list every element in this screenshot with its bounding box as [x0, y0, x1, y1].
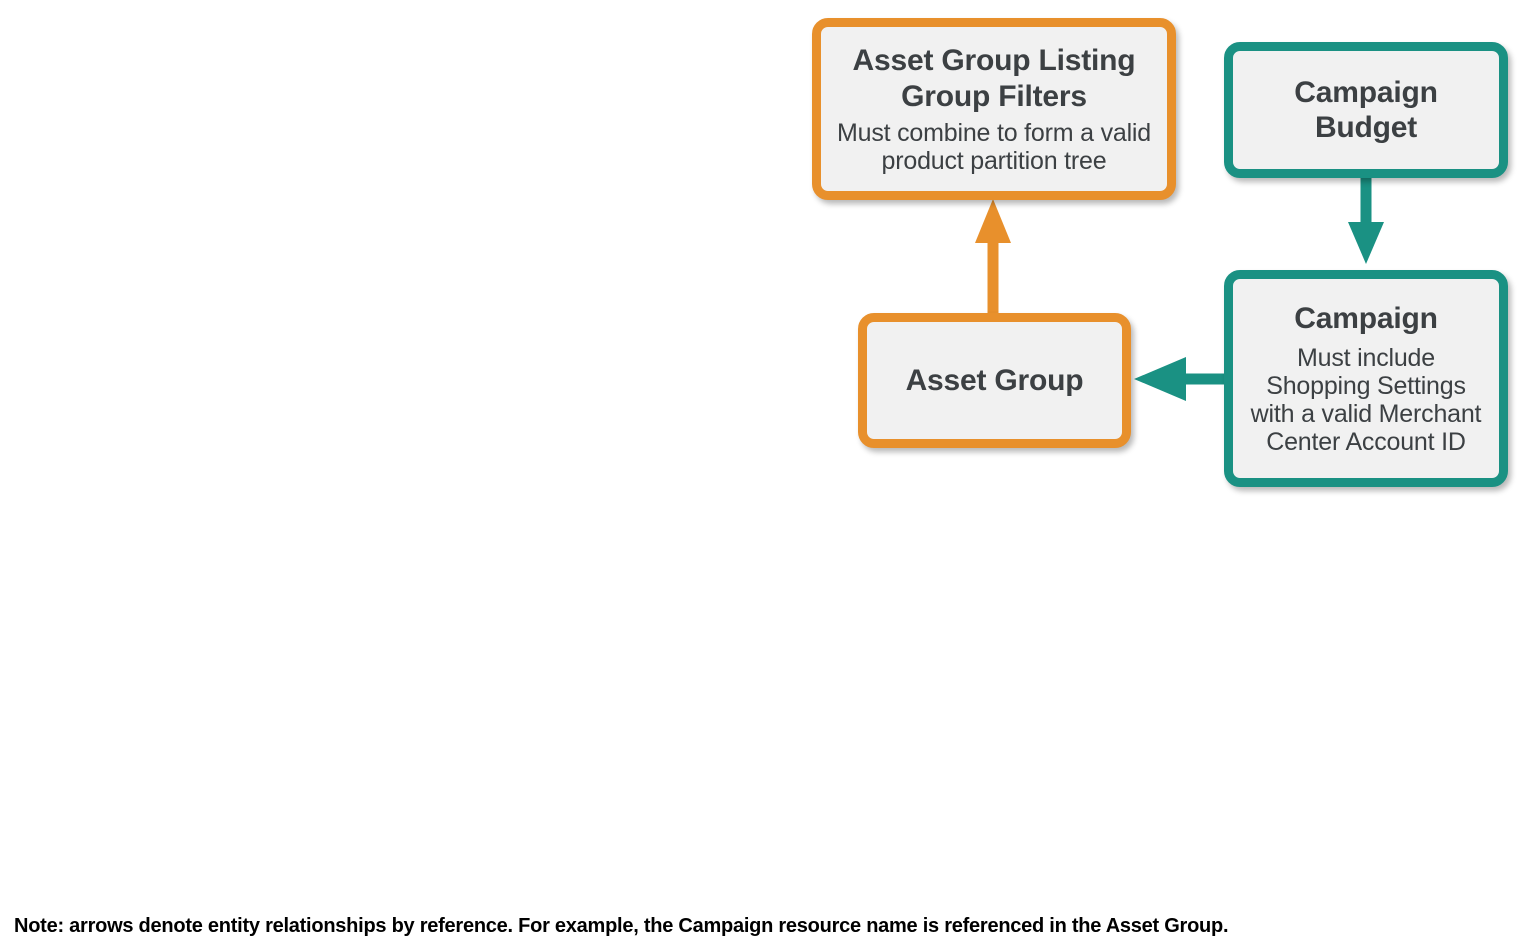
- node-subtitle-campaign: Must include Shopping Settings with a va…: [1250, 344, 1482, 457]
- node-title-campaign-budget: Campaign Budget: [1294, 75, 1438, 144]
- edge-asset-group-to-listing-group-filters: [975, 199, 1011, 315]
- arrowhead-up-orange: [975, 199, 1011, 243]
- edge-campaign-budget-to-campaign: [1348, 176, 1384, 264]
- node-campaign[interactable]: Campaign Must include Shopping Settings …: [1224, 270, 1508, 487]
- node-title-campaign: Campaign: [1294, 301, 1438, 335]
- node-asset-group[interactable]: Asset Group: [858, 313, 1131, 448]
- node-subtitle-asset-group-listing-group-filters: Must combine to form a valid product par…: [837, 118, 1151, 175]
- node-campaign-budget[interactable]: Campaign Budget: [1224, 42, 1508, 178]
- node-title-asset-group: Asset Group: [905, 363, 1084, 397]
- arrowhead-left-teal: [1134, 357, 1186, 401]
- node-title-asset-group-listing-group-filters: Asset Group Listing Group Filters: [852, 44, 1136, 113]
- diagram-footnote: Note: arrows denote entity relationships…: [14, 915, 1229, 937]
- node-asset-group-listing-group-filters[interactable]: Asset Group Listing Group Filters Must c…: [812, 18, 1176, 200]
- arrowhead-down-teal: [1348, 222, 1384, 264]
- edge-campaign-to-asset-group: [1134, 357, 1226, 401]
